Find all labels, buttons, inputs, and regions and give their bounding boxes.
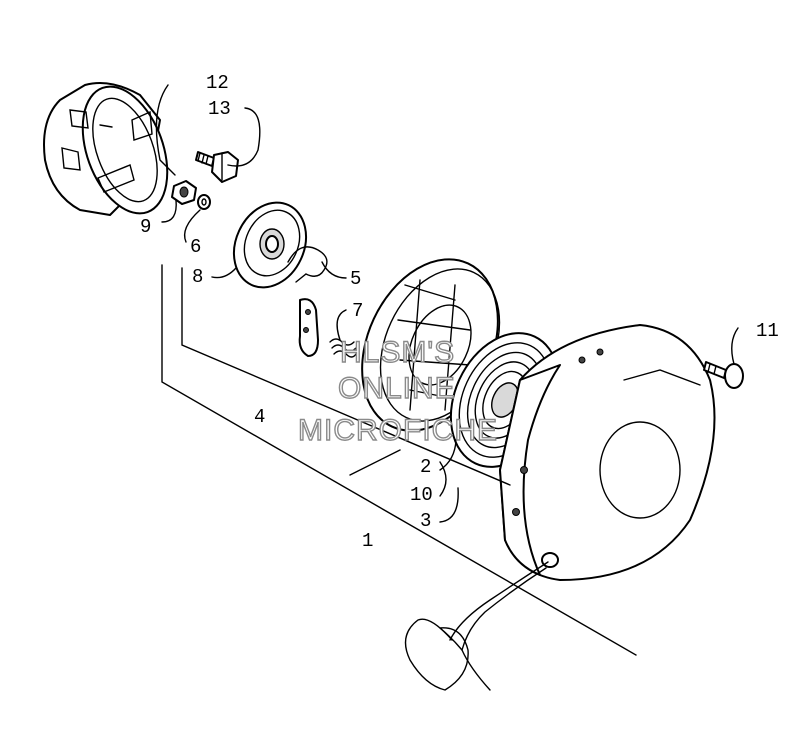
nut-9-part: [171, 180, 197, 205]
leader-10: [439, 461, 447, 497]
callout-11: 11: [756, 320, 779, 342]
callout-8: 8: [192, 266, 203, 288]
pawl-part: [298, 298, 319, 357]
washer-6-part: [197, 194, 211, 210]
leader-lines: [155, 84, 739, 656]
watermark-line-1: HLSM'S: [340, 336, 455, 369]
spring-clip-5-part: [287, 246, 328, 283]
leader-7: [336, 309, 347, 341]
starter-cup-part: [43, 82, 169, 216]
callout-1: 1: [362, 530, 373, 552]
watermark-line-3: MICROFICHE: [298, 414, 498, 447]
callout-7: 7: [352, 300, 363, 322]
callout-9: 9: [140, 216, 151, 238]
callout-4: 4: [254, 406, 265, 428]
leader-6: [183, 209, 201, 243]
callout-5: 5: [350, 268, 361, 290]
leader-3: [439, 487, 459, 523]
leader-9: [161, 199, 177, 223]
leader-4-main: [181, 267, 511, 486]
watermark: HLSM'S ONLINE MICROFICHE: [297, 335, 498, 447]
leader-2: [439, 439, 457, 471]
leader-11: [623, 369, 701, 386]
bolt-13-part: [195, 151, 239, 183]
leader-11b: [731, 327, 739, 365]
callout-6: 6: [190, 236, 201, 258]
callout-labels: 12 13 9 6 8 5 7 11 4 2 10 3 1: [140, 72, 779, 552]
leader-1-main: [161, 264, 637, 656]
leader-5: [321, 261, 347, 279]
drive-plate-8-part: [233, 201, 307, 289]
callout-10: 10: [410, 484, 433, 506]
callout-13: 13: [208, 98, 231, 120]
leader-8: [211, 267, 237, 279]
leader-13: [227, 107, 261, 167]
callout-12: 12: [206, 72, 229, 94]
callout-3: 3: [420, 510, 431, 532]
leader-12: [155, 84, 176, 176]
starter-housing-3-part: [499, 324, 716, 581]
spring-7-part: [329, 338, 357, 358]
watermark-line-2: ONLINE: [338, 372, 456, 405]
callout-2: 2: [420, 456, 431, 478]
